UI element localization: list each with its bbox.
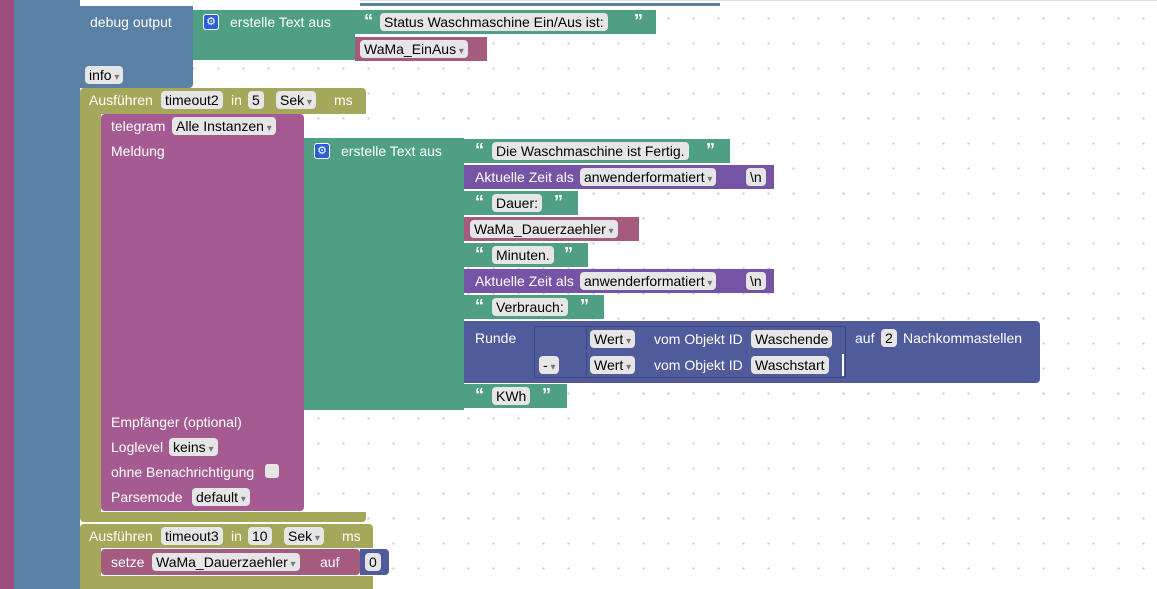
minuten-text-field[interactable]: Minuten. <box>492 246 554 264</box>
kwh-text-field[interactable]: KWh <box>492 387 531 405</box>
current-time-label-2: Aktuelle Zeit als <box>475 273 574 289</box>
message-create-text-block[interactable] <box>304 138 464 410</box>
round-label: Runde <box>475 330 517 346</box>
round-on-label: auf <box>855 330 875 346</box>
text-cursor <box>842 354 844 376</box>
object-id-label-b: vom Objekt ID <box>654 357 743 373</box>
telegram-instance-dropdown[interactable]: Alle Instanzen <box>172 117 276 135</box>
message-create-text-label: erstelle Text aus <box>341 143 442 159</box>
timeout2-unit-dropdown[interactable]: Sek <box>276 91 316 109</box>
debug-create-text-label: erstelle Text aus <box>230 14 331 30</box>
close-quote-icon: ” <box>706 140 715 160</box>
dauer-text-field[interactable]: Dauer: <box>492 194 543 212</box>
telegram-loglevel-dropdown[interactable]: keins <box>169 438 218 456</box>
close-quote-icon: ” <box>542 385 551 405</box>
value-a-dropdown[interactable]: Wert <box>590 330 636 348</box>
gear-icon[interactable]: ⚙ <box>314 143 330 159</box>
timeout3-exec-label: Ausführen <box>89 528 153 544</box>
outer-block-body <box>14 0 80 589</box>
left-edge-bar <box>0 0 14 589</box>
object-id-a-field[interactable]: Waschende <box>751 330 833 348</box>
close-quote-icon: ” <box>554 192 563 212</box>
round-decimals-label: Nachkommastellen <box>903 330 1023 346</box>
debug-output-label: debug output <box>90 14 172 30</box>
set-value-field[interactable]: 0 <box>365 553 381 571</box>
verbrauch-text-field[interactable]: Verbrauch: <box>492 298 568 316</box>
timeout2-in-label: in <box>231 92 242 108</box>
telegram-recipient-label: Empfänger (optional) <box>111 414 242 430</box>
counter-variable-dropdown[interactable]: WaMa_Dauerzaehler <box>470 220 618 238</box>
telegram-loglevel-label: Loglevel <box>111 439 164 455</box>
set-on-label: auf <box>320 554 340 570</box>
newline-field-1[interactable]: \n <box>746 168 766 186</box>
set-label: setze <box>111 554 145 570</box>
open-quote-icon: “ <box>475 192 484 212</box>
timeout2-value-field[interactable]: 5 <box>248 91 264 109</box>
telegram-silent-label: ohne Benachrichtigung <box>111 464 255 480</box>
timeout3-block-header[interactable] <box>80 524 373 548</box>
open-quote-icon: “ <box>475 385 484 405</box>
object-id-label-a: vom Objekt ID <box>654 331 743 347</box>
timeout3-value-field[interactable]: 10 <box>248 527 272 545</box>
open-quote-icon: “ <box>364 11 373 31</box>
workspace-top-edge <box>360 0 1157 7</box>
set-variable-dropdown[interactable]: WaMa_Dauerzaehler <box>152 553 300 571</box>
telegram-parsemode-dropdown[interactable]: default <box>192 488 250 506</box>
debug-status-text-field[interactable]: Status Waschmaschine Ein/Aus ist: <box>380 13 608 31</box>
gear-icon[interactable]: ⚙ <box>203 14 219 30</box>
telegram-message-label: Meldung <box>111 143 165 159</box>
debug-variable-dropdown[interactable]: WaMa_EinAus <box>360 40 468 58</box>
value-b-dropdown[interactable]: Wert <box>590 356 636 374</box>
current-time-label-1: Aktuelle Zeit als <box>475 169 574 185</box>
open-quote-icon: “ <box>475 140 484 160</box>
timeout2-name-field[interactable]: timeout2 <box>161 91 223 109</box>
timeout2-block-footer <box>80 512 366 522</box>
time-format-dropdown-2[interactable]: anwenderformatiert <box>580 272 717 290</box>
telegram-label: telegram <box>111 118 166 134</box>
newline-field-2[interactable]: \n <box>746 272 766 290</box>
open-quote-icon: “ <box>475 296 484 316</box>
timeout2-ms-label: ms <box>334 92 353 108</box>
timeout3-name-field[interactable]: timeout3 <box>161 527 223 545</box>
object-id-b-field[interactable]: Waschstart <box>751 356 829 374</box>
close-quote-icon: ” <box>634 11 643 31</box>
timeout3-ms-label: ms <box>342 528 361 544</box>
timeout3-block-footer <box>80 576 373 589</box>
timeout2-exec-label: Ausführen <box>89 92 153 108</box>
timeout3-unit-dropdown[interactable]: Sek <box>284 527 324 545</box>
round-digits-field[interactable]: 2 <box>881 329 897 347</box>
debug-level-dropdown[interactable]: info <box>85 66 124 84</box>
timeout3-in-label: in <box>231 528 242 544</box>
telegram-parsemode-label: Parsemode <box>111 489 183 505</box>
telegram-silent-checkbox[interactable] <box>265 464 279 478</box>
close-quote-icon: ” <box>564 244 573 264</box>
fertig-text-field[interactable]: Die Waschmaschine ist Fertig. <box>492 142 689 160</box>
timeout2-block-body <box>80 114 101 512</box>
debug-create-text-block-lower <box>193 34 355 60</box>
time-format-dropdown-1[interactable]: anwenderformatiert <box>580 168 717 186</box>
operator-dropdown[interactable]: - <box>539 356 560 374</box>
open-quote-icon: “ <box>475 244 484 264</box>
timeout2-block-header[interactable] <box>80 88 366 114</box>
close-quote-icon: ” <box>580 296 589 316</box>
